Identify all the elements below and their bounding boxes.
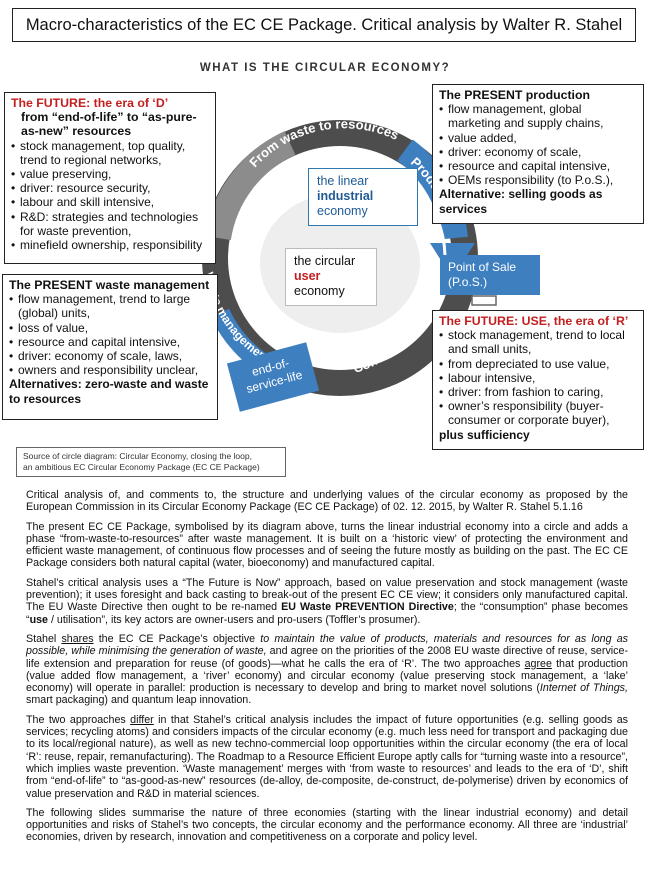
list-item: resource and capital intensive, [439, 159, 637, 173]
paragraph-following-slides: The following slides summarise the natur… [26, 806, 628, 844]
panel-future-r-list: stock management, trend to local and sma… [439, 328, 637, 427]
panel-future-d-title: The FUTURE: the era of ‘D’ [11, 96, 169, 110]
callout-circular-economy: the circular user economy [285, 248, 377, 306]
ring-light-segment [205, 131, 296, 241]
body-text: Critical analysis of, and comments to, t… [26, 489, 628, 851]
list-item: driver: economy of scale, [439, 145, 637, 159]
list-item: labour and skill intensive, [11, 195, 209, 209]
panel-future-d-subtitle: from “end-of-life” to “as-pure-as-new” r… [21, 110, 197, 139]
paragraph-present-package: The present EC CE Package, symbolised by… [26, 520, 628, 570]
list-item: driver: resource security, [11, 181, 209, 195]
list-item: driver: from fashion to caring, [439, 385, 637, 399]
paragraph-intro: Critical analysis of, and comments to, t… [26, 489, 628, 514]
cart-icon [471, 295, 497, 306]
panel-future-era-d: The FUTURE: the era of ‘D’ from “end-of-… [4, 92, 216, 264]
list-item: flow management, trend to large (global)… [9, 292, 211, 320]
source-note: Source of circle diagram: Circular Econo… [16, 447, 286, 477]
list-item: loss of value, [9, 321, 211, 335]
list-item: owners and responsibility unclear, [9, 363, 211, 377]
list-item: R&D: strategies and technologies for was… [11, 210, 209, 238]
page-title: Macro-characteristics of the EC CE Packa… [12, 8, 636, 42]
list-item: from depreciated to use value, [439, 357, 637, 371]
panel-future-d-list: stock management, top quality, trend to … [11, 139, 209, 253]
list-item: driver: economy of scale, laws, [9, 349, 211, 363]
panel-present-waste-management: The PRESENT waste management flow manage… [2, 274, 218, 420]
callout-linear-economy: the linear industrial economy [308, 168, 418, 226]
paragraph-differ: The two approaches differ in that Stahel… [26, 713, 628, 800]
panel-present-production-alternative: Alternative: selling goods as services [439, 187, 603, 216]
list-item: resource and capital intensive, [9, 335, 211, 349]
panel-present-waste-alternatives: Alternatives: zero-waste and waste to re… [9, 377, 209, 406]
panel-present-waste-list: flow management, trend to large (global)… [9, 292, 211, 377]
diagram-heading: WHAT IS THE CIRCULAR ECONOMY? [199, 62, 451, 74]
list-item: OEMs responsibility (to P.o.S.), [439, 173, 637, 187]
panel-present-production-list: flow management, global marketing and su… [439, 102, 637, 187]
list-item: flow management, global marketing and su… [439, 102, 637, 130]
panel-present-production: The PRESENT production flow management, … [432, 84, 644, 224]
panel-future-r-plus: plus sufficiency [439, 427, 530, 442]
panel-future-era-r: The FUTURE: USE, the era of ‘R’ stock ma… [432, 310, 644, 450]
list-item: minefield ownership, responsibility [11, 238, 209, 252]
callout-point-of-sale: Point of Sale (P.o.S.) [440, 255, 540, 295]
list-item: stock management, top quality, trend to … [11, 139, 209, 167]
list-item: value preserving, [11, 167, 209, 181]
list-item: value added, [439, 131, 637, 145]
paragraph-shares: Stahel shares the EC CE Package’s object… [26, 632, 629, 707]
paragraph-critical-analysis: Stahel’s critical analysis uses a “The F… [26, 576, 629, 626]
list-item: owner’s responsibility (buyer-consumer o… [439, 399, 637, 427]
list-item: labour intensive, [439, 371, 637, 385]
list-item: stock management, trend to local and sma… [439, 328, 637, 356]
